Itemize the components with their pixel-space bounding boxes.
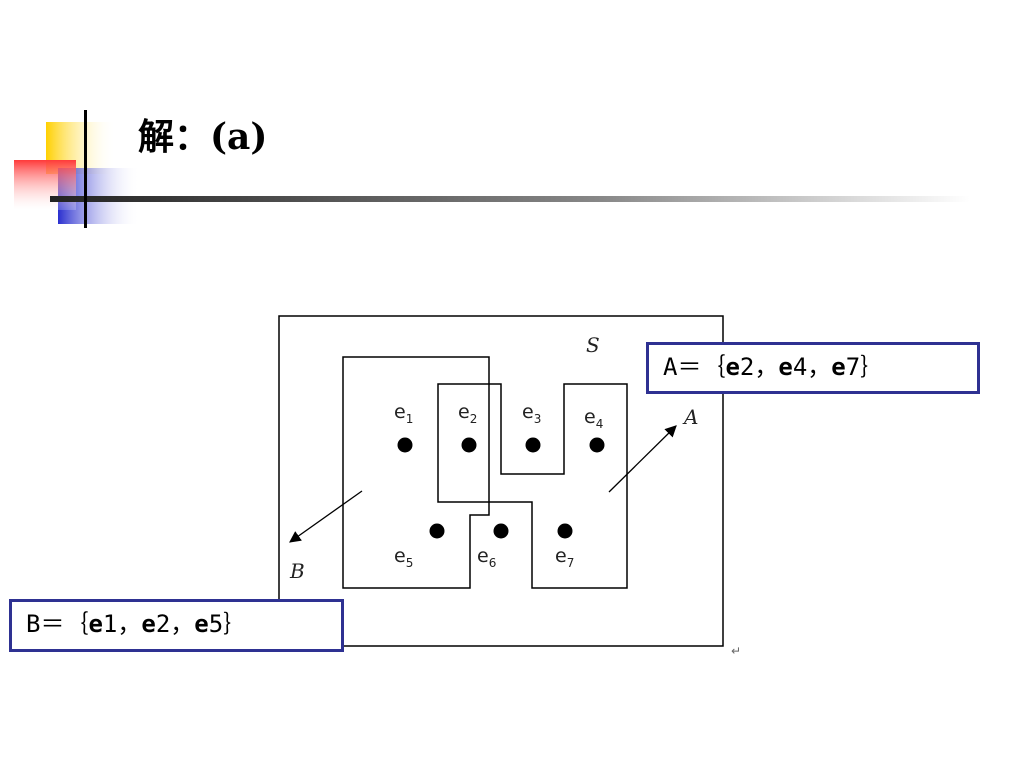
set-b-result-box: B＝｛e1，e2，e5｝ — [9, 599, 344, 652]
separator: ， — [754, 353, 779, 381]
element-digit: 7 — [845, 353, 861, 381]
set-a-result-box: A＝｛e2，e4，e7｝ — [646, 342, 980, 394]
element-index: 5 — [406, 556, 414, 570]
set-name: B — [26, 610, 41, 638]
arrow-to-a — [608, 425, 677, 493]
element-letter: e — [555, 545, 567, 567]
set-name: A — [663, 353, 678, 381]
arrow-to-b — [289, 490, 363, 543]
set-a-label: A — [682, 405, 698, 429]
element-letter: e — [458, 401, 470, 423]
element-dot-e2 — [461, 437, 477, 453]
title-decoration — [14, 110, 970, 228]
element-dot-e5 — [429, 523, 445, 539]
element-index: 7 — [567, 556, 575, 570]
element-dot-e4 — [589, 437, 605, 453]
element-index: 4 — [596, 417, 604, 431]
element-digit: 2 — [739, 353, 755, 381]
element-index: 1 — [406, 412, 414, 426]
element-letter: e — [725, 353, 740, 381]
element-letter: e — [477, 545, 489, 567]
element-letter: e — [778, 353, 793, 381]
title-underline — [50, 196, 970, 202]
element-label-e2: e2 — [458, 401, 477, 426]
universe-rect — [278, 315, 724, 647]
element-letter: e — [394, 401, 406, 423]
separator: ， — [117, 610, 142, 638]
separator: ， — [170, 610, 195, 638]
separator: ｝ — [223, 610, 248, 638]
set-b-label: B — [289, 559, 305, 583]
element-dot-e6 — [493, 523, 509, 539]
element-digit: 1 — [102, 610, 118, 638]
element-label-e4: e4 — [584, 406, 603, 431]
element-label-e3: e3 — [522, 401, 541, 426]
separator: ｝ — [860, 353, 885, 381]
element-label-e7: e7 — [555, 545, 574, 570]
separator: ， — [807, 353, 832, 381]
universe-label: S — [586, 333, 600, 357]
set-b-region — [342, 356, 490, 589]
return-mark: ↵ — [731, 644, 741, 658]
element-dot-e7 — [557, 523, 573, 539]
element-index: 3 — [534, 412, 542, 426]
element-digit: 4 — [792, 353, 808, 381]
element-letter: e — [394, 545, 406, 567]
set-open: ＝｛ — [677, 353, 726, 381]
element-letter: e — [831, 353, 846, 381]
element-letter: e — [88, 610, 103, 638]
element-index: 6 — [489, 556, 497, 570]
set-a-region — [437, 383, 628, 589]
element-dot-e1 — [397, 437, 413, 453]
element-digit: 5 — [208, 610, 224, 638]
element-letter: e — [584, 406, 596, 428]
element-letter: e — [141, 610, 156, 638]
element-dot-e3 — [525, 437, 541, 453]
element-letter: e — [194, 610, 209, 638]
element-label-e6: e6 — [477, 545, 496, 570]
element-label-e5: e5 — [394, 545, 413, 570]
element-digit: 2 — [155, 610, 171, 638]
element-label-e1: e1 — [394, 401, 413, 426]
vertical-bar — [84, 110, 87, 228]
element-letter: e — [522, 401, 534, 423]
set-open: ＝｛ — [40, 610, 89, 638]
slide-title: 解：(a) — [138, 116, 268, 158]
element-index: 2 — [470, 412, 478, 426]
